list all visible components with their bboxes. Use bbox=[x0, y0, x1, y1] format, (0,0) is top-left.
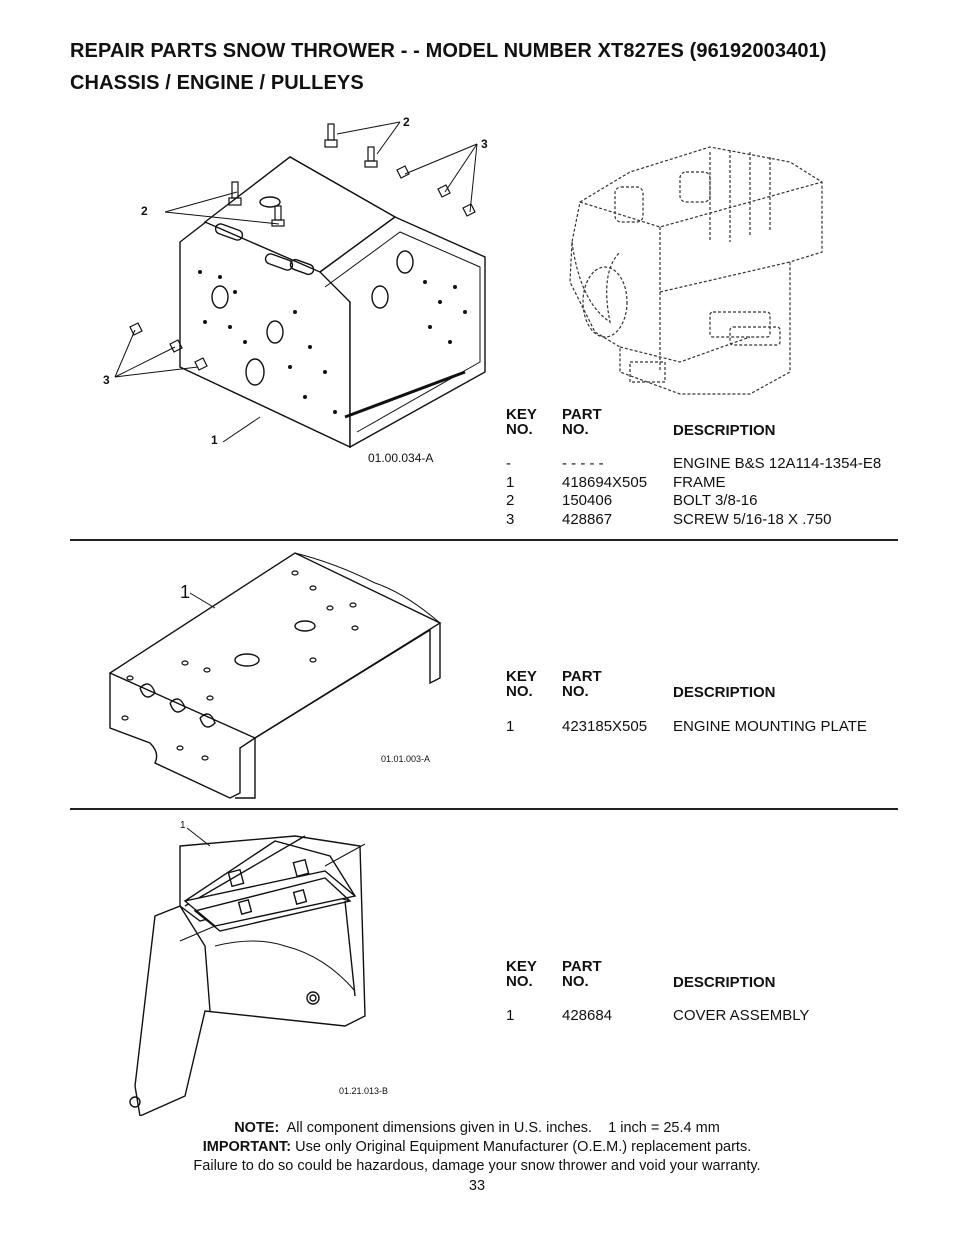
row-part: 418694X505 bbox=[562, 473, 648, 491]
note-label: NOTE: bbox=[234, 1120, 280, 1136]
row-desc: BOLT 3/8-16 bbox=[673, 492, 758, 509]
footer-note: NOTE: All component dimensions given in … bbox=[0, 1120, 954, 1136]
row-desc: COVER ASSEMBLY bbox=[673, 1007, 810, 1024]
figure-id-plate: 01.01.003-A bbox=[381, 754, 431, 764]
important-text: Use only Original Equipment Manufacturer… bbox=[295, 1139, 752, 1155]
row-part: - - - - - bbox=[562, 455, 604, 472]
row-part: 150406 bbox=[562, 492, 613, 509]
callout-3-left: 3 bbox=[103, 373, 110, 387]
figure-id-cover: 01.21.013-B bbox=[339, 1086, 389, 1096]
row-key: 3 bbox=[506, 510, 515, 528]
callout-1: 1 bbox=[211, 433, 218, 447]
row-desc: SCREW 5/16-18 X .750 bbox=[673, 510, 832, 528]
important-label: IMPORTANT: bbox=[202, 1139, 292, 1155]
header-key-no: KEY NO. bbox=[506, 668, 537, 700]
callout-3-top: 3 bbox=[481, 137, 488, 151]
footer-warning: Failure to do so could be hazardous, dam… bbox=[193, 1158, 761, 1174]
mounting-plate-diagram: 1 bbox=[105, 548, 450, 808]
row-desc: FRAME bbox=[673, 473, 726, 491]
row-desc: ENGINE MOUNTING PLATE bbox=[673, 718, 867, 735]
row-key: 2 bbox=[506, 492, 515, 509]
page-number: 33 bbox=[468, 1178, 486, 1194]
figure-id-frame: 01.00.034-A bbox=[368, 451, 434, 465]
header-description: DESCRIPTION bbox=[673, 684, 776, 701]
engine-diagram bbox=[560, 132, 830, 402]
callout-1: 1 bbox=[180, 820, 186, 831]
header-description: DESCRIPTION bbox=[673, 422, 776, 439]
section-divider bbox=[70, 539, 898, 541]
header-description: DESCRIPTION bbox=[673, 974, 776, 991]
header-part-no: PART NO. bbox=[562, 958, 602, 990]
header-key-no: KEY NO. bbox=[506, 406, 537, 438]
callout-1: 1 bbox=[180, 582, 190, 602]
row-part: 428684 bbox=[562, 1007, 613, 1024]
row-desc: ENGINE B&S 12A114-1354-E8 bbox=[673, 455, 882, 472]
row-key: 1 bbox=[506, 473, 515, 491]
note-text: All component dimensions given in U.S. i… bbox=[286, 1120, 720, 1136]
row-key: 1 bbox=[506, 718, 515, 735]
footer-important: IMPORTANT: Use only Original Equipment M… bbox=[0, 1139, 954, 1155]
cover-assembly-diagram: 1 bbox=[125, 816, 375, 1116]
header-key-no: KEY NO. bbox=[506, 958, 537, 990]
page-subtitle: CHASSIS / ENGINE / PULLEYS bbox=[70, 72, 364, 94]
section-divider bbox=[70, 808, 898, 810]
callout-2-top: 2 bbox=[403, 115, 410, 129]
header-part-no: PART NO. bbox=[562, 406, 602, 438]
header-part-no: PART NO. bbox=[562, 668, 602, 700]
row-key: - bbox=[506, 455, 511, 472]
frame-diagram: 2 3 2 3 1 bbox=[95, 112, 495, 457]
row-key: 1 bbox=[506, 1007, 515, 1024]
page-title: REPAIR PARTS SNOW THROWER - - MODEL NUMB… bbox=[70, 40, 827, 62]
row-part: 423185X505 bbox=[562, 718, 648, 735]
row-part: 428867 bbox=[562, 510, 613, 528]
callout-2-left: 2 bbox=[141, 204, 148, 218]
